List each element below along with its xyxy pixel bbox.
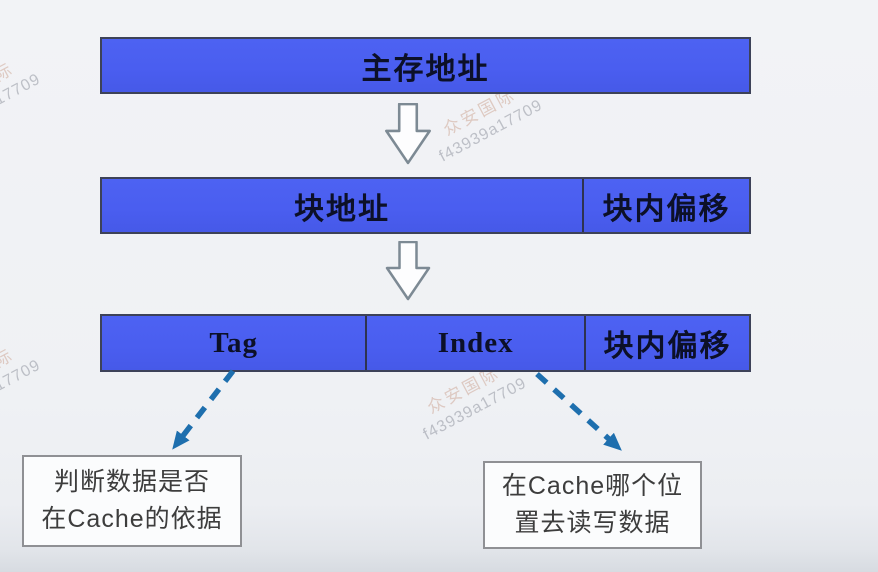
- watermark-brand: 众安国际: [0, 58, 18, 114]
- index-dashed-arrow: [535, 371, 622, 451]
- block-offset-label: 块内偏移: [603, 330, 732, 363]
- down-arrow-icon: [385, 241, 431, 301]
- tag-label: Tag: [209, 326, 259, 359]
- watermark-id: f43939a17709: [436, 96, 546, 166]
- watermark: 众安国际 f43939a17709: [0, 335, 45, 425]
- main-memory-address-cell: 主存地址: [102, 39, 749, 92]
- tag-dashed-arrow: [172, 369, 236, 450]
- index-note-line2: 置去读写数据: [514, 509, 671, 537]
- block-address-cell: 块地址: [102, 179, 582, 232]
- index-note-line1: 在Cache哪个位: [501, 472, 684, 500]
- main-memory-address-bar: 主存地址: [100, 37, 751, 94]
- watermark-id: f43939a17709: [0, 70, 44, 140]
- block-address-label: 块地址: [294, 192, 390, 226]
- tag-cell: Tag: [102, 316, 365, 370]
- cache-fields-bar: Tag Index 块内偏移: [100, 314, 751, 372]
- block-address-bar: 块地址 块内偏移: [100, 177, 751, 234]
- main-memory-address-label: 主存地址: [361, 52, 490, 86]
- watermark-id: f43939a17709: [420, 374, 530, 444]
- watermark: 众安国际 f43939a17709: [0, 49, 45, 139]
- tag-note-line1: 判断数据是否: [53, 468, 210, 496]
- tag-note-line2: 在Cache的依据: [41, 505, 223, 533]
- block-offset-cell: 块内偏移: [584, 316, 749, 370]
- block-offset-cell: 块内偏移: [582, 179, 749, 232]
- index-note-box: 在Cache哪个位 置去读写数据: [483, 461, 702, 549]
- watermark-id: f43939a17709: [0, 356, 44, 426]
- watermark-brand: 众安国际: [0, 344, 18, 400]
- tag-note-box: 判断数据是否 在Cache的依据: [22, 455, 242, 547]
- index-cell: Index: [365, 316, 584, 370]
- down-arrow-icon: [385, 103, 431, 165]
- block-offset-label: 块内偏移: [602, 192, 731, 226]
- index-label: Index: [437, 326, 514, 359]
